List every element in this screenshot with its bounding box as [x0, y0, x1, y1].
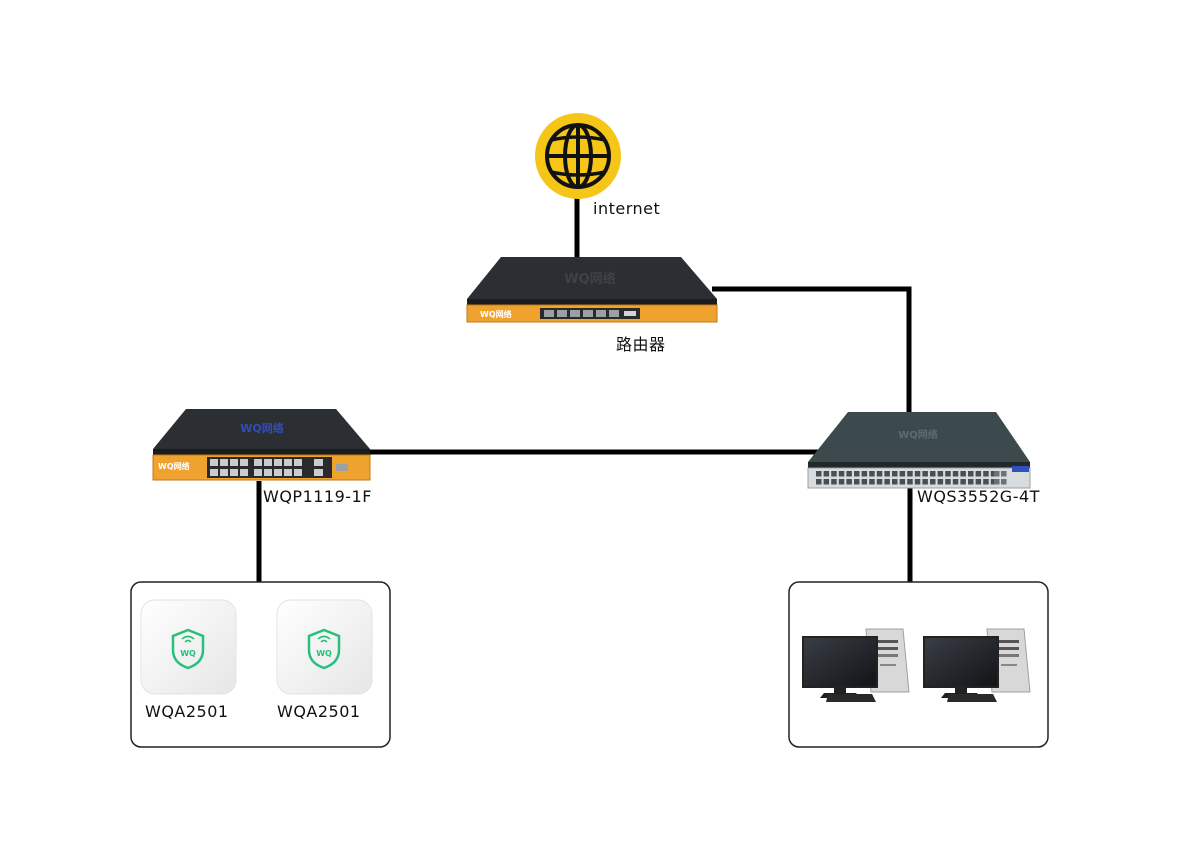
switch-port: [990, 471, 997, 477]
core-switch-label: WQS3552G-4T: [917, 487, 1040, 506]
wireless-access-point-icon: WQ: [140, 599, 237, 695]
switch-port: [945, 471, 951, 477]
poe-switch-front-logo: WQ网络: [158, 461, 190, 471]
link-router-core-switch: [712, 286, 912, 412]
switch-port: [854, 471, 860, 477]
switch-port: [861, 479, 868, 485]
switch-port: [884, 471, 890, 477]
sfp-port: [1001, 471, 1007, 477]
desktop-computer-icon: [802, 628, 910, 702]
switch-port: [914, 479, 921, 485]
switch-48-port-icon: WQ网络: [807, 412, 1031, 489]
poe-switch-top-logo: WQ网络: [240, 421, 283, 435]
router-front-logo: WQ网络: [480, 309, 512, 319]
switch-port: [968, 471, 974, 477]
switch-port: [907, 471, 913, 477]
switch-port: [816, 471, 822, 477]
switch-port: [892, 471, 898, 477]
switch-port: [945, 479, 951, 485]
switch-port: [990, 479, 997, 485]
switch-port: [838, 471, 845, 477]
switch-port: [975, 479, 982, 485]
switch-port: [816, 479, 822, 485]
switch-port: [914, 471, 921, 477]
switch-port: [831, 471, 837, 477]
switch-port: [876, 471, 883, 477]
router-top-logo: WQ网络: [564, 271, 615, 287]
switch-port: [869, 471, 875, 477]
switch-port: [930, 479, 936, 485]
switch-port: [983, 471, 989, 477]
switch-port: [846, 479, 852, 485]
poe-switch-icon: WQ网络 WQ网络: [152, 409, 371, 481]
sfp-port: [1001, 479, 1007, 485]
connection-lines: [256, 198, 913, 582]
switch-port: [846, 471, 852, 477]
router-label: 路由器: [616, 335, 666, 354]
switch-port: [884, 479, 890, 485]
switch-port: [922, 471, 928, 477]
switch-port: [876, 479, 883, 485]
globe-icon: [535, 113, 621, 199]
switch-port: [952, 471, 959, 477]
router-device-icon: WQ网络 WQ网络: [466, 257, 718, 323]
switch-port: [952, 479, 959, 485]
switch-port: [899, 471, 906, 477]
switch-port: [975, 471, 982, 477]
desktop-computer-icon: [923, 628, 1031, 702]
core-switch-top-logo: WQ网络: [898, 428, 938, 441]
switch-port: [861, 471, 868, 477]
wireless-access-point-icon: WQ: [276, 599, 373, 695]
access-point-1-label: WQA2501: [145, 702, 229, 721]
switch-port: [937, 471, 944, 477]
switch-port: [968, 479, 974, 485]
poe-switch-label: WQP1119-1F: [263, 487, 372, 506]
sfp-port: [994, 479, 1000, 485]
switch-port: [907, 479, 913, 485]
switch-port: [892, 479, 898, 485]
switch-port: [823, 471, 830, 477]
core-switch-port-array: [816, 471, 1007, 485]
access-point-2-label: WQA2501: [277, 702, 361, 721]
switch-port: [838, 479, 845, 485]
switch-port: [960, 479, 966, 485]
svg-text:WQ: WQ: [316, 649, 332, 658]
svg-text:WQ: WQ: [180, 649, 196, 658]
switch-port: [960, 471, 966, 477]
switch-port: [983, 479, 989, 485]
pc-group-box: [788, 581, 1049, 748]
switch-port: [899, 479, 906, 485]
sfp-port: [994, 471, 1000, 477]
switch-port: [869, 479, 875, 485]
switch-port: [930, 471, 936, 477]
switch-port: [831, 479, 837, 485]
switch-port: [823, 479, 830, 485]
switch-port: [922, 479, 928, 485]
switch-port: [937, 479, 944, 485]
internet-label: internet: [593, 199, 661, 218]
switch-port: [854, 479, 860, 485]
